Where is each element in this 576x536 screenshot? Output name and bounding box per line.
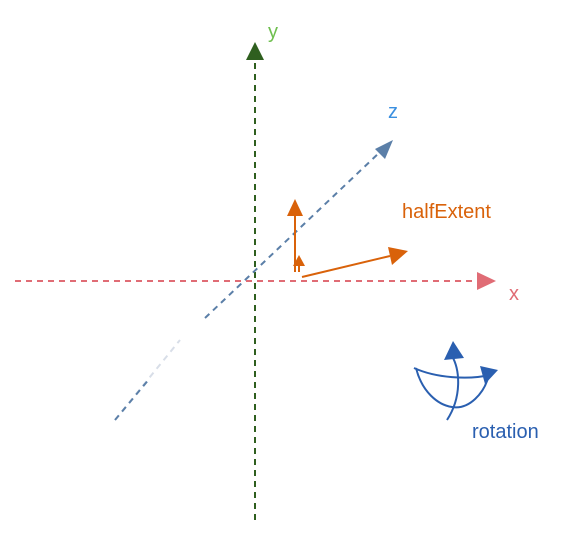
y-axis [246, 42, 264, 520]
half-extent-arrows-icon [287, 199, 408, 278]
x-axis-label: x [509, 283, 519, 305]
x-axis [15, 272, 496, 290]
half-extent-label: halfExtent [402, 201, 491, 223]
z-axis [114, 140, 393, 421]
y-axis-label: y [268, 21, 278, 43]
z-axis-label: z [388, 101, 398, 123]
x-axis-arrowhead [477, 272, 496, 290]
z-axis-arrowhead [375, 140, 393, 159]
rotation-label: rotation [472, 421, 539, 443]
rotation-arrows-icon [413, 341, 498, 421]
y-axis-arrowhead [246, 42, 264, 60]
